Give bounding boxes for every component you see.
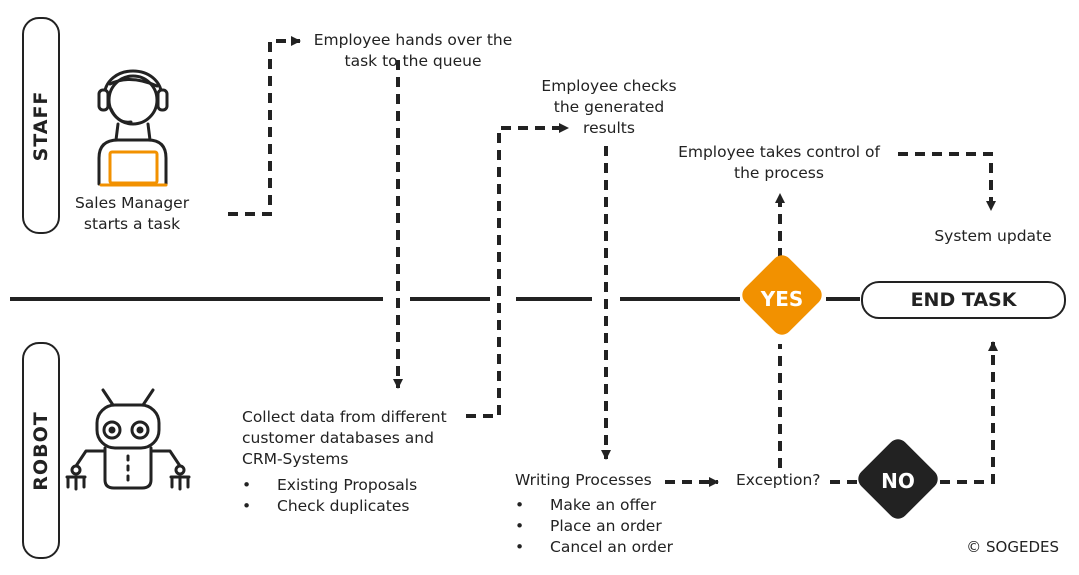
takes-control-line: Employee takes control of [678,143,880,161]
sales-manager-line: starts a task [83,215,181,233]
no-decision: NO [858,439,938,519]
end-task-terminal: END TASK [861,281,1066,319]
check-results-node: Employee checks the generated results [528,76,690,139]
robot-icon [65,388,191,491]
takes-control-line: the process [734,164,824,182]
collect-data-bullets: Existing Proposals Check duplicates [242,475,417,517]
check-results-line: Employee checks [541,77,677,95]
yes-label: YES [760,287,804,311]
robot-lane-title: ROBOT [30,410,52,491]
hands-over-line: Employee hands over the [313,31,513,49]
collect-data-line: Collect data from different [242,408,447,426]
takes-control-node: Employee takes control of the process [664,142,894,184]
connector-control-to-update [898,152,996,211]
bullet-item: Place an order [515,516,673,537]
collect-data-line: CRM-Systems [242,450,349,468]
exception-node: Exception? [736,471,821,489]
collect-data-node: Collect data from different customer dat… [242,407,447,470]
bullet-item: Make an offer [515,495,673,516]
connector-start-to-queue [228,36,301,216]
check-results-line: the generated [553,98,665,116]
staff-lane-label: STAFF [22,17,60,234]
bullet-item: Cancel an order [515,537,673,558]
sales-manager-headset-laptop-icon [97,69,169,187]
yes-decision: YES [742,255,822,335]
system-update-node: System update [934,227,1052,245]
sales-manager-node: Sales Manager starts a task [60,193,204,235]
hands-over-line: task to the queue [344,52,482,70]
writing-processes-node: Writing Processes [515,471,652,489]
collect-data-line: customer databases and [242,429,434,447]
staff-lane-title: STAFF [30,90,52,161]
bullet-item: Existing Proposals [242,475,417,496]
sales-manager-line: Sales Manager [74,194,190,212]
robot-lane-label: ROBOT [22,342,60,559]
writing-processes-bullets: Make an offer Place an order Cancel an o… [515,495,673,558]
check-results-line: results [583,119,635,137]
connector-no-to-end [940,341,998,484]
connector-collect-to-check [466,123,569,418]
hands-over-node: Employee hands over the task to the queu… [300,30,526,72]
copyright-notice: © SOGEDES [966,538,1059,556]
bullet-item: Check duplicates [242,496,417,517]
no-label: NO [881,469,915,493]
